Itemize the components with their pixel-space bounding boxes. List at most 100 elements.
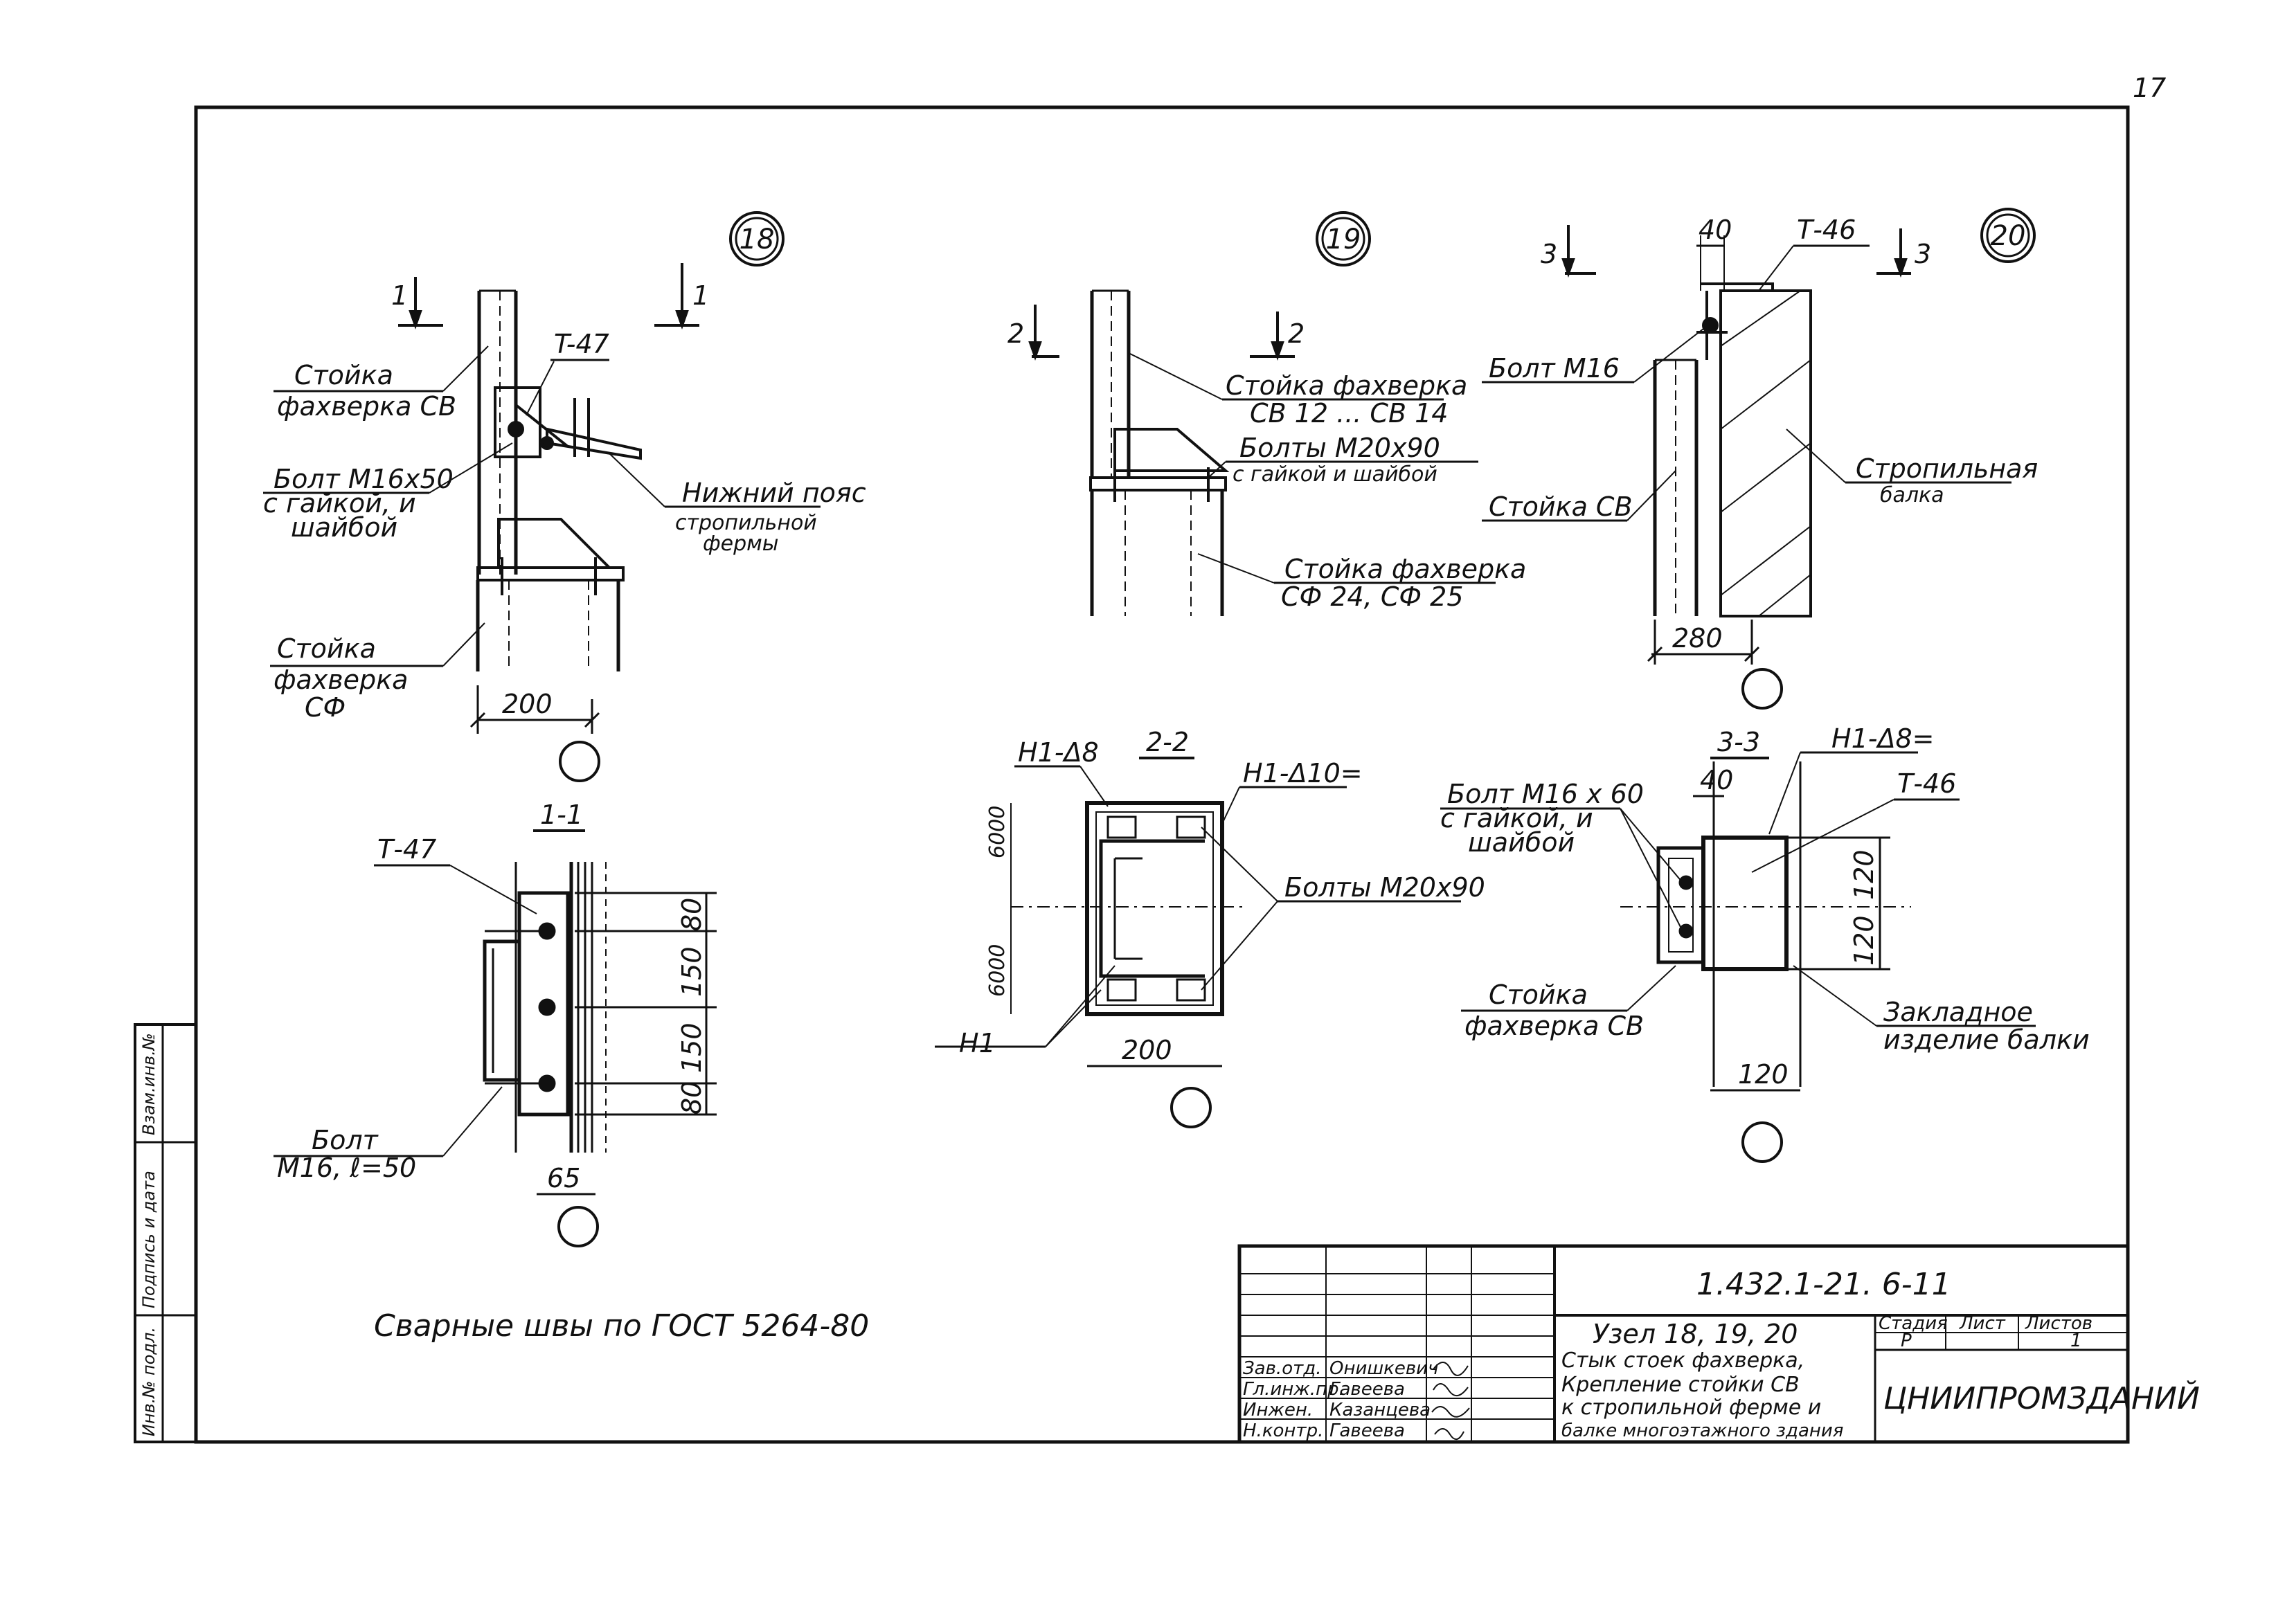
dim-s11-4: 80: [676, 1081, 707, 1115]
section-title-2-2: 2-2: [1146, 727, 1189, 757]
label-embed-s33-2: изделие балки: [1883, 1025, 2090, 1055]
stage-value: Р: [1901, 1330, 1912, 1351]
dim-v2-s22: 6000: [985, 944, 1010, 997]
label-post-cf-1: Стойка: [277, 633, 376, 664]
section-mark-2-right: 2: [1288, 318, 1305, 349]
base-gusset: [476, 518, 625, 595]
weld-s33: Н1-Δ8=: [1831, 723, 1934, 754]
svg-text:18: 18: [740, 224, 775, 255]
section-mark-2-left: 2: [1007, 318, 1024, 349]
label-beam-2: балка: [1880, 483, 1944, 507]
label-chord-1: Нижний пояс: [682, 478, 866, 508]
dim-s33-1: 120: [1849, 849, 1879, 900]
title-line-2: Стык стоек фахверка,: [1561, 1348, 1804, 1373]
label-bolts-m20-1: Болты М20х90: [1239, 433, 1440, 463]
section-mark-3-left: 3: [1541, 239, 1557, 269]
ref-circle-s22: [1170, 1087, 1212, 1128]
tag-t46-d20: Т-46: [1797, 215, 1856, 245]
dims-s11: [575, 892, 717, 1116]
dim-200-d18: [469, 685, 600, 734]
dim-200-d18-text: 200: [502, 689, 553, 719]
label-chord-3: фермы: [703, 532, 778, 556]
dim-s33-bottom: 120: [1738, 1059, 1789, 1090]
section-3-3-drawing: [1620, 761, 1911, 1087]
tag-t47: T-47: [554, 329, 609, 359]
side-stamp-sign: Подпись и дата: [139, 1171, 159, 1308]
label-beam-1: Стропильная: [1856, 453, 2038, 484]
dim-40-s33: 40: [1700, 765, 1733, 795]
section-cut-1: [398, 263, 699, 330]
sheet-header: Лист: [1959, 1313, 2006, 1334]
role-3: Инжен.: [1243, 1400, 1313, 1420]
section-cut-3: [1561, 225, 1911, 278]
weld-top-s22: Н1-Δ8: [1018, 737, 1099, 768]
sheets-header: Листов: [2025, 1313, 2093, 1334]
label-bolt-s11-2: М16, ℓ=50: [277, 1153, 416, 1183]
detail-number-18: 18: [729, 211, 785, 267]
beam-hatched: [1719, 289, 1812, 617]
ref-circle-d18: [559, 741, 600, 782]
label-bolt-s33-3: шайбой: [1468, 827, 1575, 858]
name-1: Онишкевич: [1329, 1358, 1438, 1379]
detail-20: 20 3 3 40 Т-46: [1482, 208, 2038, 710]
side-stamp-inv: Инв.№ подл.: [139, 1327, 159, 1436]
section-title-3-3: 3-3: [1717, 727, 1760, 757]
dim-v1-s22: 6000: [985, 806, 1010, 858]
dim-s11-3: 150: [676, 1022, 707, 1073]
ref-circle-s11: [557, 1206, 599, 1247]
svg-text:19: 19: [1326, 224, 1361, 255]
section-2-2: 2-2 Н1-Δ8 Н1-Δ10= Болты М20х90 Н1 6000 6…: [935, 727, 1485, 1128]
post-cb12-drawing: [1090, 289, 1131, 478]
dim-s33-2: 120: [1849, 915, 1879, 966]
embed-t46: [1696, 282, 1774, 360]
stage-header: Стадия: [1879, 1313, 1948, 1334]
section-mark-3-right: 3: [1915, 239, 1931, 269]
section-mark-1-right: 1: [692, 280, 709, 311]
svg-text:20: 20: [1991, 220, 2026, 252]
dim-s11-bottom: 65: [547, 1163, 580, 1193]
label-post-cb-2: фахверка СВ: [277, 391, 456, 422]
label-post-cf24-1: Стойка фахверка: [1284, 554, 1526, 584]
title-block: 1.432.1-21. 6-11 Узел 18, 19, 20 Стык ст…: [1237, 1244, 2200, 1444]
section-2-2-drawing: [1011, 801, 1246, 1016]
detail-18: 18 1 1: [263, 211, 866, 782]
dim-s11-2: 150: [676, 946, 707, 997]
section-mark-1-left: 1: [391, 280, 408, 311]
dim-40-d20: 40: [1699, 215, 1732, 245]
detail-number-20: 20: [1980, 208, 2036, 263]
title-line-3: Крепление стойки СВ: [1561, 1373, 1800, 1397]
label-bolts-s22: Болты М20х90: [1284, 872, 1485, 903]
post-cb-d20: [1653, 359, 1699, 616]
role-1: Зав.отд.: [1243, 1358, 1321, 1379]
title-line-4: к стропильной ферме и: [1561, 1396, 1821, 1420]
label-post-cb12-1: Стойка фахверка: [1226, 370, 1467, 401]
label-bolt-m16-d20: Болт М16: [1489, 353, 1620, 384]
sheets-value: 1: [2070, 1330, 2082, 1351]
label-chord-2: стропильной: [675, 511, 817, 535]
signatures: [1431, 1362, 1470, 1440]
side-stamp-replace: Взам.инв.№: [139, 1033, 159, 1135]
label-bolt-s11-1: Болт: [312, 1125, 379, 1155]
tag-t46-s33: Т-46: [1897, 768, 1956, 799]
dim-s22: 200: [1122, 1035, 1172, 1065]
label-post-s33-2: фахверка СВ: [1464, 1011, 1644, 1041]
section-cut-2: [1028, 305, 1295, 361]
section-title-1-1: 1-1: [540, 800, 583, 830]
label-embed-s33-1: Закладное: [1883, 997, 2033, 1027]
joint-gusset-19: [1089, 428, 1230, 502]
dim-280-d20: [1647, 620, 1760, 665]
weld-bottom-s22: Н1: [959, 1028, 996, 1058]
bracket-t47: [494, 386, 642, 460]
label-post-s33-1: Стойка: [1489, 980, 1588, 1010]
dims-s33: [1786, 836, 1890, 971]
page-number: 17: [2133, 73, 2166, 103]
weld-note: Сварные швы по ГОСТ 5264-80: [374, 1308, 869, 1344]
dim-280-d20-text: 280: [1672, 623, 1723, 653]
title-line-5: балке многоэтажного здания: [1561, 1420, 1843, 1441]
weld-right-s22: Н1-Δ10=: [1243, 758, 1363, 788]
role-2: Гл.инж.пр.: [1243, 1379, 1345, 1400]
name-3: Казанцева: [1329, 1400, 1431, 1420]
label-bolt-s33-1: Болт М16 х 60: [1447, 779, 1644, 809]
detail-19: 19 2 2 Стойк: [1007, 211, 1526, 616]
